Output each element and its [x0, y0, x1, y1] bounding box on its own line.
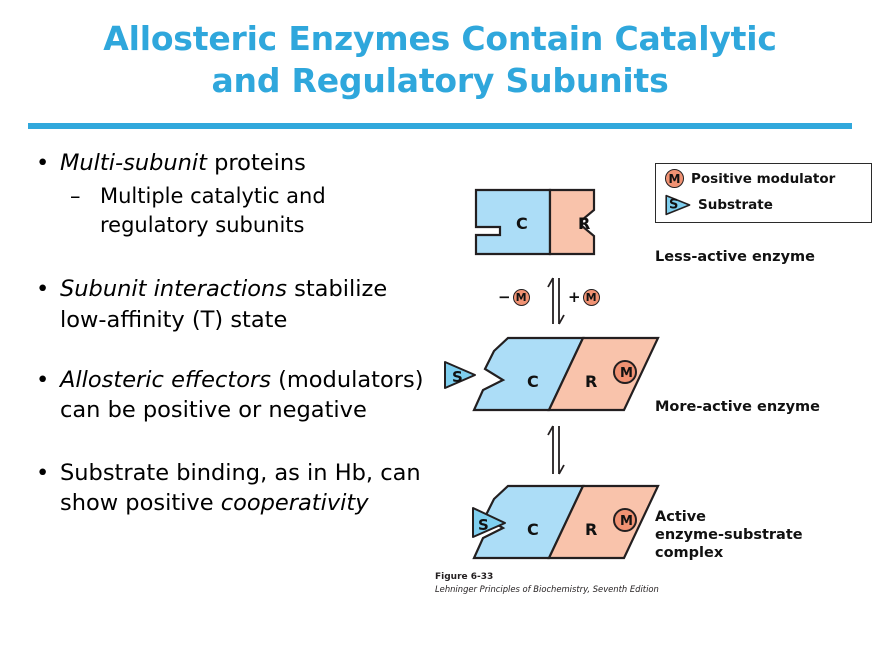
- modulator-removal-label: − M: [498, 288, 530, 306]
- modulator-addition-label: + M: [568, 288, 600, 306]
- modulator-circle-icon: M: [582, 288, 600, 306]
- list-item: • Substrate binding, as in Hb, can show …: [24, 458, 436, 519]
- substrate-label: S: [478, 516, 489, 534]
- bullet-emphasis-tail: cooperativity: [220, 490, 369, 517]
- bullet-list: • Multi-subunit proteins – Multiple cata…: [24, 148, 436, 523]
- plus-sign: +: [568, 288, 581, 306]
- legend-row-modulator: M Positive modulator: [665, 169, 835, 188]
- bullet-text: Substrate binding, as in Hb, can show po…: [60, 459, 421, 517]
- state-label-more-active: More-active enzyme: [655, 399, 821, 415]
- bullet-text: (modulators) can be positive or negative: [60, 367, 424, 424]
- state-label-line-2: enzyme-substrate: [655, 527, 803, 544]
- equilibrium-arrow-1: [547, 277, 565, 325]
- figure-legend: M Positive modulator S Substrate: [655, 163, 872, 223]
- list-item: • Subunit interactions stabilize low-aff…: [24, 274, 436, 335]
- legend-label-substrate: Substrate: [698, 197, 773, 213]
- page-title-line-1: Allosteric Enzymes Contain Catalytic: [103, 19, 777, 58]
- enzyme-shape-active-complex: [472, 484, 660, 560]
- modulator-label: M: [620, 366, 633, 381]
- substrate-label: S: [452, 368, 463, 386]
- minus-sign: −: [498, 288, 511, 306]
- subunit-label-catalytic: C: [527, 520, 539, 539]
- page-title: Allosteric Enzymes Contain Catalytic and…: [28, 18, 852, 102]
- substrate-icon-letter: S: [669, 197, 679, 213]
- legend-row-substrate: S Substrate: [665, 194, 773, 216]
- title-divider: [28, 123, 852, 129]
- figure-caption: Figure 6-33 Lehninger Principles of Bioc…: [435, 572, 695, 594]
- subunit-label-regulatory: R: [578, 214, 591, 233]
- figure-source: Lehninger Principles of Biochemistry, Se…: [435, 584, 659, 594]
- bullet-emphasis: Multi-subunit: [60, 150, 207, 176]
- modulator-circle-icon: M: [665, 169, 684, 188]
- subunit-label-regulatory: R: [585, 520, 598, 539]
- bullet-marker: •: [36, 150, 50, 176]
- enzyme-shape-less-active: [474, 188, 596, 256]
- figure-number: Figure 6-33: [435, 572, 494, 582]
- list-item: • Allosteric effectors (modulators) can …: [24, 365, 436, 426]
- sub-bullet-marker: –: [70, 184, 81, 209]
- state-label-line-1: Active: [655, 509, 707, 525]
- subunit-label-regulatory: R: [585, 372, 598, 391]
- modulator-circle-icon: M: [512, 288, 530, 306]
- state-label-less-active: Less-active enzyme: [655, 249, 815, 265]
- bullet-marker: •: [36, 367, 50, 394]
- subunit-label-catalytic: C: [516, 214, 528, 233]
- bullet-marker: •: [36, 276, 50, 303]
- page-title-line-2: and Regulatory Subunits: [211, 60, 669, 100]
- list-item: – Multiple catalytic and regulatory subu…: [24, 182, 436, 240]
- legend-label-modulator: Positive modulator: [691, 170, 836, 187]
- bullet-text: proteins: [206, 150, 306, 176]
- subunit-label-catalytic: C: [527, 372, 539, 391]
- modulator-icon-letter: M: [668, 171, 681, 186]
- bullet-emphasis: Subunit interactions: [60, 276, 287, 303]
- sub-bullet-text: Multiple catalytic and regulatory subuni…: [100, 184, 326, 238]
- list-item: • Multi-subunit proteins: [24, 148, 436, 178]
- state-label-active-complex: Active enzyme-substrate complex: [655, 508, 803, 562]
- bullet-marker: •: [36, 459, 50, 486]
- equilibrium-arrow-2: [547, 425, 565, 475]
- modulator-label: M: [620, 514, 633, 529]
- bullet-emphasis: Allosteric effectors: [60, 367, 271, 394]
- modulator-icon-letter: M: [515, 290, 527, 304]
- figure-allosteric-enzyme: M Positive modulator S Substrate C R Les…: [430, 150, 880, 620]
- modulator-icon-letter: M: [585, 290, 597, 304]
- enzyme-shape-more-active: [444, 336, 660, 412]
- state-label-line-3: complex: [655, 545, 724, 562]
- substrate-triangle-icon: S: [665, 194, 691, 216]
- bullet-text: stabilize low-affinity (T) state: [60, 276, 388, 333]
